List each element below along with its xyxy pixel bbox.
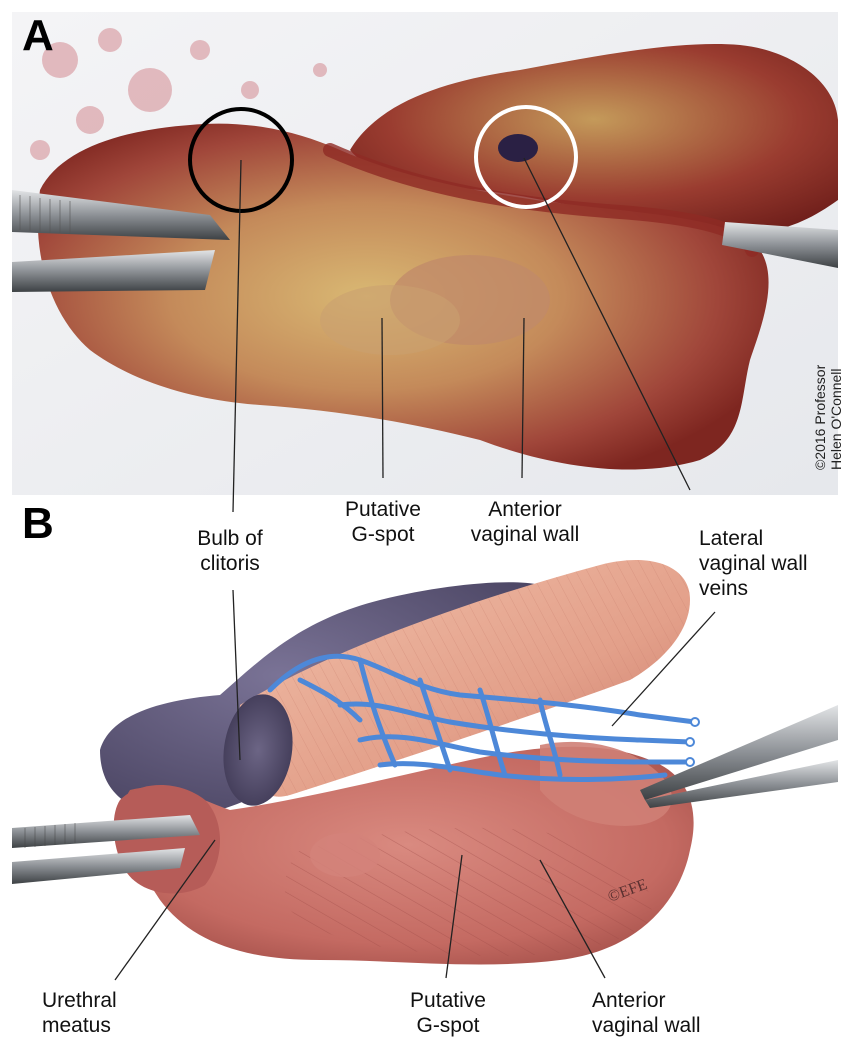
bulb-cut-surface — [223, 694, 293, 806]
leader-bulb-top — [232, 159, 242, 513]
muscle-striations — [239, 560, 690, 797]
forceps-right — [722, 222, 838, 268]
label-putative-gspot-top: Putative G-spot — [345, 498, 421, 546]
gspot-bulge — [310, 833, 380, 877]
blood-speckles — [30, 28, 327, 160]
label-anterior-vaginal-wall-top: Anterior vaginal wall — [470, 498, 580, 546]
leader-lines — [114, 157, 716, 981]
leader-veins-bottom — [611, 611, 716, 727]
leader-bulb-bottom — [232, 589, 241, 761]
illustration-forceps-right — [640, 705, 838, 808]
label-putative-gspot-bottom: Putative G-spot — [410, 989, 486, 1037]
leader-gspot-bottom — [445, 854, 463, 979]
illustration-forceps-left — [12, 815, 200, 884]
panel-a-photo — [12, 12, 838, 495]
label-anterior-vaginal-wall-bottom: Anterior vaginal wall — [592, 989, 701, 1037]
panel-b-illustration: ©EFE — [12, 560, 838, 965]
veins-circle-marker — [474, 105, 578, 209]
forceps-left — [12, 190, 230, 292]
vein-ends — [685, 717, 700, 767]
label-urethral-meatus: Urethral meatus — [42, 989, 117, 1037]
leader-wall-top — [521, 317, 525, 479]
leader-meatus — [114, 839, 216, 981]
leader-wall-bottom — [539, 859, 606, 979]
leader-gspot-top — [381, 317, 384, 479]
gspot-region — [320, 285, 460, 355]
label-lateral-vaginal-wall-veins: Lateral vaginal wall veins — [699, 527, 808, 600]
photo-credit: ©2016 Professor Helen O'Connell — [812, 364, 844, 470]
specimen-upper-tissue — [350, 44, 838, 233]
panel-letter-b: B — [22, 499, 54, 548]
lateral-vaginal-wall-veins — [267, 653, 698, 783]
label-bulb-of-clitoris: Bulb of clitoris — [197, 527, 263, 575]
vein-spot — [498, 134, 538, 162]
leader-veins-top — [523, 157, 691, 491]
panel-letter-a: A — [22, 11, 54, 60]
bulb-circle-marker — [188, 107, 294, 213]
